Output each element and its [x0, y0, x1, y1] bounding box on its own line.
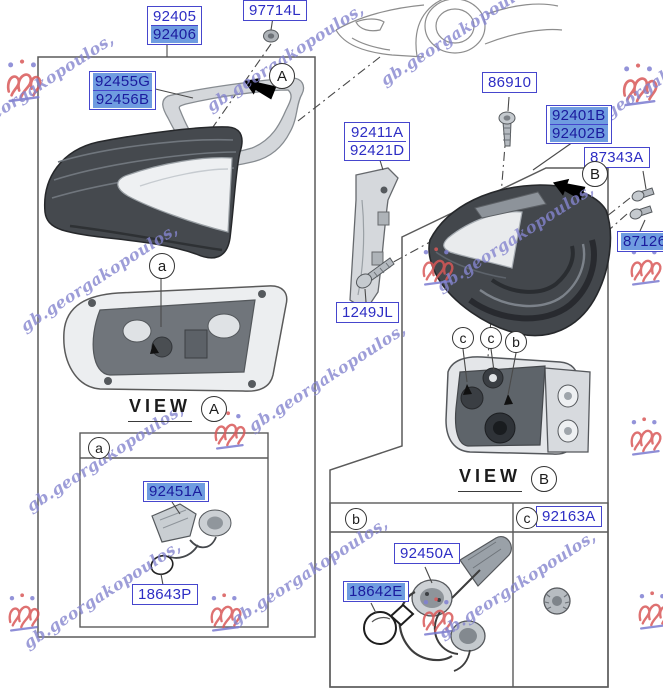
part-number-97714L[interactable]: 97714L [249, 2, 301, 19]
mounting-bracket-drawing [349, 167, 399, 311]
bulb-holder-92451A-drawing [150, 503, 232, 576]
part-label-97714L[interactable]: 97714L [243, 0, 307, 21]
screw-86910-icon [498, 111, 516, 147]
view-a-caption: VIEW A [128, 396, 228, 422]
part-number-92163A[interactable]: 92163A [542, 508, 596, 525]
part-number-92401B[interactable]: 92401B [550, 107, 608, 124]
inner-tail-lamp-back-drawing [63, 285, 288, 392]
car-outline-sketch [335, 0, 563, 58]
outer-lamp-back-view-drawing [445, 356, 591, 455]
part-number-92411A[interactable]: 92411A [350, 124, 404, 141]
part-number-92456B[interactable]: 92456B [93, 90, 153, 108]
view-a-detail-box [79, 432, 269, 628]
detail-cell-b-header-circle: b [345, 508, 367, 530]
part-number-92455G[interactable]: 92455G [93, 73, 153, 90]
part-number-92451A[interactable]: 92451A [147, 483, 205, 500]
view-a-caption-circle: A [201, 396, 228, 422]
part-label-92450A[interactable]: 92450A [394, 543, 460, 564]
part-number-92406[interactable]: 92406 [151, 25, 199, 43]
wiring-harness-92450A-drawing [398, 536, 512, 672]
part-number-92450A[interactable]: 92450A [400, 545, 454, 562]
view-b-caption-text: VIEW [458, 466, 523, 492]
grommet-icon [263, 29, 279, 43]
part-number-1249JL[interactable]: 1249JL [342, 304, 394, 321]
view-b-detail-table [329, 502, 609, 688]
part-label-1249JL[interactable]: 1249JL [336, 302, 400, 323]
screws-87343A-icon [629, 187, 655, 220]
label-leader-lines [146, 16, 647, 614]
screw-1249JL-icon [355, 257, 395, 289]
part-label-92405-92406[interactable]: 92405 92406 [147, 6, 203, 45]
inner-tail-lamp-front-drawing [43, 126, 243, 259]
part-number-92421D[interactable]: 92421D [348, 141, 407, 159]
callout-circle-b: b [505, 331, 527, 353]
view-b-caption: VIEW B [458, 466, 558, 492]
callout-circle-B: B [582, 161, 608, 187]
detail-box-a-header-circle: a [88, 437, 110, 459]
callout-circle-A: A [269, 63, 295, 89]
part-number-92405[interactable]: 92405 [153, 8, 197, 25]
direction-arrow-a [244, 77, 277, 100]
part-number-87343A[interactable]: 87343A [590, 149, 644, 166]
detail-cell-c-header-circle: c [516, 507, 538, 529]
view-b-caption-circle: B [531, 466, 558, 492]
part-label-92411A-92421D[interactable]: 92411A 92421D [344, 122, 411, 161]
view-a-caption-text: VIEW [128, 396, 193, 422]
left-section-box [37, 56, 316, 638]
part-number-92402B[interactable]: 92402B [550, 124, 608, 142]
part-number-86910[interactable]: 86910 [488, 74, 532, 91]
bulb-18642E-icon [363, 603, 415, 645]
part-label-92163A[interactable]: 92163A [536, 506, 602, 527]
socket-cap-92163A-icon [543, 587, 571, 615]
callout-circle-c2: c [480, 327, 502, 349]
part-label-92401B-92402B[interactable]: 92401B 92402B [546, 105, 612, 144]
part-label-86910[interactable]: 86910 [482, 72, 538, 93]
part-number-18642E[interactable]: 18642E [347, 583, 405, 600]
callout-circle-c1: c [452, 327, 474, 349]
part-label-87126[interactable]: 87126 [617, 231, 663, 252]
outer-tail-lamp-drawing [428, 184, 612, 337]
part-label-18642E[interactable]: 18642E [343, 581, 409, 602]
part-number-87126[interactable]: 87126 [621, 233, 663, 250]
part-label-18643P[interactable]: 18643P [132, 584, 198, 605]
part-label-92455G-92456B[interactable]: 92455G 92456B [89, 71, 157, 110]
direction-arrow-b [552, 178, 586, 201]
part-label-92451A[interactable]: 92451A [143, 481, 209, 502]
part-number-18643P[interactable]: 18643P [138, 586, 192, 603]
callout-circle-a: a [149, 253, 175, 279]
